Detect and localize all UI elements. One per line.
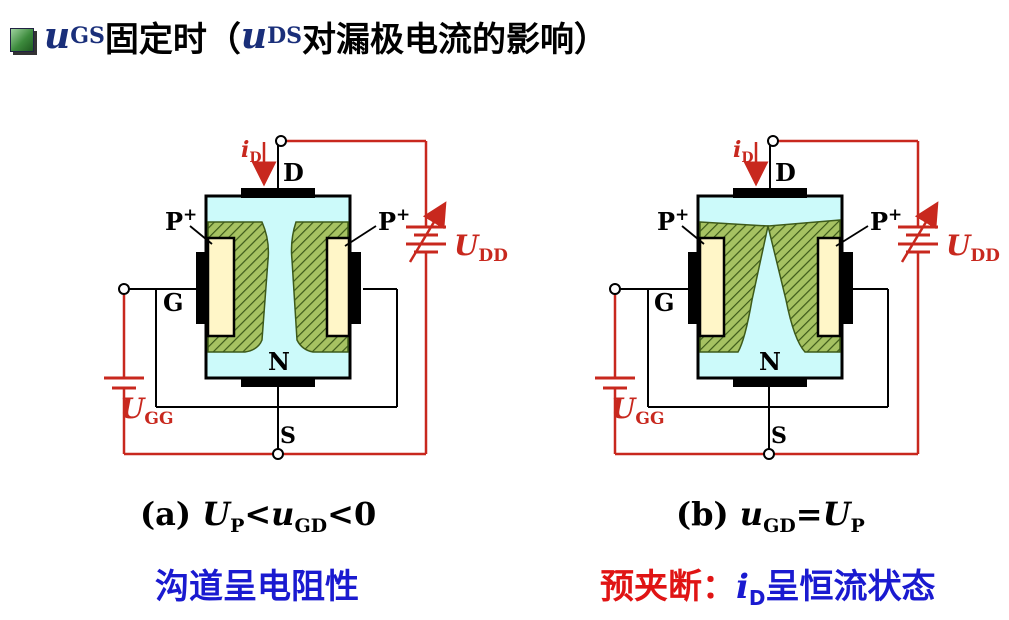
source-contact-b bbox=[733, 377, 807, 387]
udd-battery-b bbox=[898, 201, 939, 263]
label-drain-b: D bbox=[775, 158, 796, 187]
source-terminal-b bbox=[763, 448, 775, 460]
bullet-icon bbox=[10, 28, 34, 52]
title-var-u: u bbox=[44, 15, 71, 57]
note-a: 沟道呈电阻性 bbox=[155, 567, 359, 607]
label-udd-a: UDD bbox=[454, 229, 508, 266]
p-region-left-b bbox=[698, 236, 726, 338]
gate-terminal-b bbox=[609, 283, 621, 295]
label-ugg-a: UGG bbox=[120, 392, 173, 429]
caption-a: (a) UP<uGD<0 bbox=[140, 495, 376, 537]
drain-contact-a bbox=[241, 188, 315, 198]
p-region-left-a bbox=[206, 236, 236, 338]
label-p-left-b: P+ bbox=[657, 205, 689, 236]
label-gate-a: G bbox=[163, 288, 184, 317]
drain-terminal-a bbox=[275, 135, 287, 147]
note-b: 预夹断：iD呈恒流状态 bbox=[600, 567, 936, 610]
label-n-a: N bbox=[268, 347, 290, 376]
circuit-a: iD D P+ P+ G N S UDD UGG bbox=[104, 135, 508, 460]
gate-contact-right-b bbox=[842, 252, 853, 324]
source-terminal-a bbox=[272, 448, 284, 460]
source-contact-a bbox=[241, 377, 315, 387]
label-udd-b: UDD bbox=[946, 229, 1000, 266]
label-p-right-b: P+ bbox=[870, 205, 902, 236]
title-sub-gs: GS bbox=[70, 23, 105, 49]
gate-loop-a bbox=[104, 289, 278, 456]
label-ugg-b: UGG bbox=[611, 392, 664, 429]
p-region-right-a bbox=[325, 236, 351, 338]
p-region-right-b bbox=[816, 236, 842, 338]
label-gate-b: G bbox=[654, 288, 675, 317]
gate-wiring-a bbox=[124, 288, 398, 408]
title-text-2: 对漏极电流的影响） bbox=[302, 19, 609, 60]
label-id-b: iD bbox=[733, 137, 754, 166]
label-p-right-a: P+ bbox=[378, 205, 410, 236]
caption-b: (b) uGD=UP bbox=[676, 495, 865, 537]
gate-contact-right-a bbox=[350, 252, 361, 324]
circuit-b: iD D P+ P+ G N S UDD UGG bbox=[595, 135, 1000, 460]
gate-contact-left-b bbox=[688, 252, 699, 324]
title-var-u2: u bbox=[240, 15, 268, 57]
gate-contact-left-a bbox=[196, 252, 207, 324]
label-n-b: N bbox=[759, 347, 781, 376]
label-drain-a: D bbox=[283, 158, 304, 187]
label-p-left-a: P+ bbox=[165, 205, 197, 236]
label-id-a: iD bbox=[241, 137, 262, 166]
drain-loop-b bbox=[769, 139, 920, 456]
udd-battery-a bbox=[406, 201, 447, 263]
title-text-1: 固定时（ bbox=[104, 19, 241, 60]
drain-contact-b bbox=[733, 188, 807, 198]
label-source-b: S bbox=[771, 423, 787, 449]
gate-terminal-a bbox=[118, 283, 130, 295]
gate-loop-b bbox=[595, 289, 769, 456]
title-sub-ds: DS bbox=[267, 23, 303, 49]
drain-terminal-b bbox=[767, 135, 779, 147]
label-source-a: S bbox=[280, 423, 296, 449]
